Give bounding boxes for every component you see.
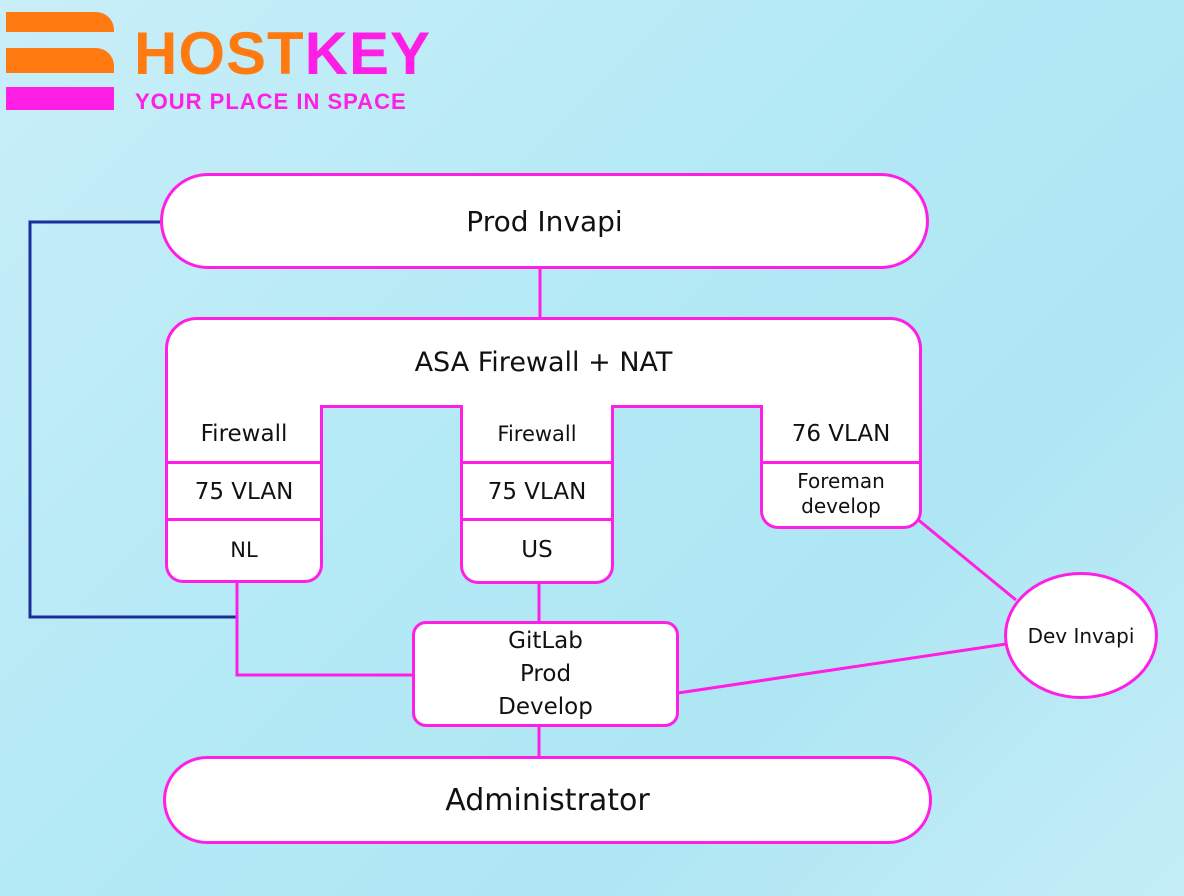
us-vlan: 75 VLAN xyxy=(463,461,611,519)
us-column: Firewall 75 VLAN US xyxy=(460,405,614,584)
dev-invapi-node: Dev Invapi xyxy=(1004,572,1158,699)
logo-bar xyxy=(6,87,114,110)
logo-bar xyxy=(6,12,114,32)
gitlab-develop-label: Develop xyxy=(498,693,593,720)
nl-site: NL xyxy=(168,518,320,578)
gitlab-prod-label: Prod xyxy=(519,660,572,687)
asa-firewall-node: ASA Firewall + NAT xyxy=(165,317,922,408)
logo-key: KEY xyxy=(304,20,432,87)
us-site: US xyxy=(463,518,611,578)
gitlab-label: GitLab xyxy=(508,627,583,654)
logo-tagline: YOUR PLACE IN SPACE xyxy=(135,89,407,114)
nl-vlan: 75 VLAN xyxy=(168,461,320,519)
foreman-devinvapi-line xyxy=(915,516,1017,602)
logo-bar xyxy=(6,48,114,73)
gitlab-devinvapi-line xyxy=(677,642,1007,695)
administrator-node: Administrator xyxy=(163,756,932,844)
dev-column: 76 VLAN Foreman develop xyxy=(760,405,922,529)
nl-column: Firewall 75 VLAN NL xyxy=(165,405,323,583)
foreman-develop: Foreman develop xyxy=(763,461,919,524)
logo-host: HOST xyxy=(134,20,305,87)
prod-invapi-node: Prod Invapi xyxy=(160,173,929,269)
admin-link-line xyxy=(28,220,237,619)
nl-gitlab-line xyxy=(235,582,413,677)
nl-firewall: Firewall xyxy=(200,421,288,447)
dev-vlan: 76 VLAN xyxy=(791,421,891,447)
gitlab-node: GitLab Prod Develop xyxy=(412,621,679,727)
us-firewall: Firewall xyxy=(497,422,577,446)
